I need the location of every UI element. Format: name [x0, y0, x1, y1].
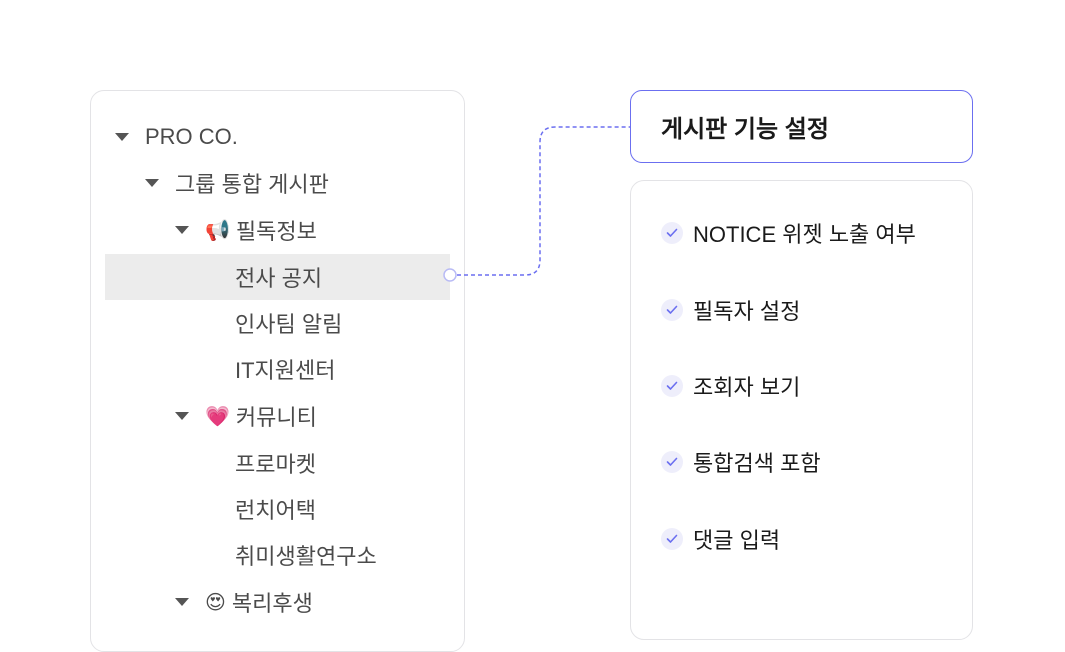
check-icon[interactable] [661, 222, 683, 244]
setting-item[interactable]: 필독자 설정 [661, 294, 800, 326]
setting-item[interactable]: 조회자 보기 [661, 370, 800, 402]
tree-item[interactable]: 😍복리후생 [105, 579, 450, 625]
check-icon[interactable] [661, 528, 683, 550]
tree-item[interactable]: 전사 공지 [105, 254, 450, 300]
tree-item-label: 필독정보 [235, 219, 317, 244]
tree-item-label: PRO CO. [145, 124, 238, 149]
caret-down-icon[interactable] [175, 598, 189, 606]
setting-item[interactable]: 통합검색 포함 [661, 446, 821, 478]
tree-item-label: 커뮤니티 [235, 405, 317, 430]
check-icon[interactable] [661, 451, 683, 473]
setting-item-label: NOTICE 위젯 노출 여부 [693, 222, 916, 247]
tree-item-label: IT지원센터 [235, 358, 336, 383]
setting-item-label: 댓글 입력 [693, 528, 781, 553]
setting-item[interactable]: NOTICE 위젯 노출 여부 [661, 217, 916, 249]
tree-item[interactable]: 런치어택 [105, 486, 450, 532]
tree-item-label: 런치어택 [235, 498, 316, 523]
tree-item[interactable]: 📢필독정보 [105, 207, 450, 253]
caret-down-icon[interactable] [145, 179, 159, 187]
setting-item-label: 통합검색 포함 [693, 451, 821, 476]
setting-item-label: 조회자 보기 [693, 375, 801, 400]
tree-item[interactable]: 인사팀 알림 [105, 300, 450, 346]
tree-item[interactable]: IT지원센터 [105, 346, 450, 392]
megaphone-icon: 📢 [205, 218, 230, 242]
caret-down-icon[interactable] [175, 226, 189, 234]
heart-eyes-icon: 😍 [205, 590, 226, 614]
tree-item-label: 취미생활연구소 [235, 544, 377, 569]
tree-item[interactable]: 취미생활연구소 [105, 532, 450, 578]
check-icon[interactable] [661, 375, 683, 397]
tree-item-label: 전사 공지 [235, 266, 323, 291]
caret-down-icon[interactable] [175, 412, 189, 420]
setting-item-label: 필독자 설정 [693, 299, 801, 324]
tree-item[interactable]: 💗커뮤니티 [105, 393, 450, 439]
caret-down-icon[interactable] [115, 133, 129, 141]
tree-item[interactable]: PRO CO. [105, 114, 450, 160]
settings-title-box: 게시판 기능 설정 [630, 90, 973, 163]
tree-item[interactable]: 프로마켓 [105, 440, 450, 486]
tree-item[interactable]: 그룹 통합 게시판 [105, 160, 450, 206]
tree-item-label: 복리후생 [231, 591, 313, 616]
setting-item[interactable]: 댓글 입력 [661, 523, 780, 555]
heart-icon: 💗 [205, 404, 230, 428]
tree-item-label: 프로마켓 [235, 452, 316, 477]
check-icon[interactable] [661, 299, 683, 321]
tree-item-label: 인사팀 알림 [235, 312, 343, 337]
settings-title: 게시판 기능 설정 [661, 116, 829, 143]
tree-item-label: 그룹 통합 게시판 [175, 172, 329, 197]
